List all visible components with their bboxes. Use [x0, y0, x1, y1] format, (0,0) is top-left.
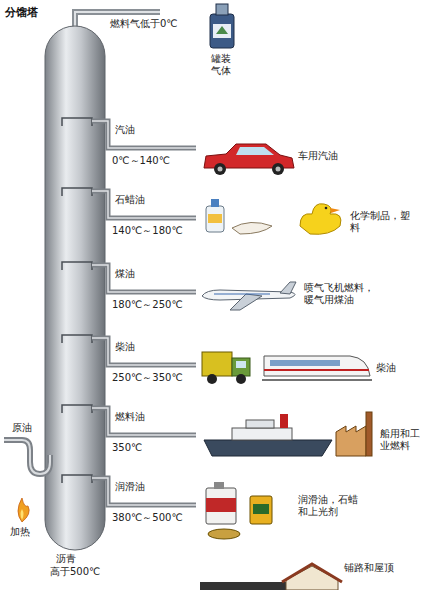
- outlet-pipe-shine: [92, 265, 196, 292]
- oil-can-icon: [206, 482, 272, 539]
- gas-canister-icon: [210, 4, 234, 48]
- road-house-icon: [200, 564, 342, 590]
- gas-label: 燃料气低于0℃: [110, 18, 178, 30]
- temperature-range: 0℃～140℃: [112, 155, 170, 167]
- fraction-name: 燃料油: [115, 411, 145, 423]
- outlet-pipe: [92, 338, 196, 365]
- flame-icon: [18, 498, 29, 522]
- temperature-range: 380℃～500℃: [112, 512, 183, 524]
- fraction-name: 煤油: [115, 268, 135, 280]
- outlet-pipes: [92, 121, 196, 505]
- tray: [62, 405, 92, 413]
- outlet-pipe: [92, 191, 196, 218]
- temperature-range: 250℃～350℃: [112, 372, 183, 384]
- product-use-label: 罐装 气体: [211, 53, 235, 77]
- ship-icon: [204, 414, 332, 456]
- temperature-range: 140℃～180℃: [112, 225, 183, 237]
- truck-icon: [202, 352, 250, 384]
- outlet-pipe-shine: [92, 408, 196, 435]
- tray: [62, 188, 92, 196]
- fraction-name: 柴油: [115, 341, 135, 353]
- crude-inlet-pipe: [4, 440, 50, 474]
- flame-core: [21, 509, 24, 520]
- temperature-range: 350℃: [112, 442, 142, 454]
- outlet-pipe: [92, 121, 196, 148]
- product-use-label: 车用汽油: [298, 150, 338, 162]
- car-icon: [204, 144, 294, 175]
- product-use-label: 化学制品，塑料: [350, 210, 414, 234]
- chemicals-icon: [206, 199, 341, 234]
- outlet-pipe-shine: [92, 191, 196, 218]
- temperature-range: 180℃～250℃: [112, 299, 183, 311]
- outlet-pipe-shine: [92, 338, 196, 365]
- heating-label: 加热: [10, 526, 30, 538]
- distillation-tower: [45, 26, 105, 550]
- train-icon: [262, 356, 372, 380]
- product-use-label: 喷气飞机燃料，暖气用煤油: [304, 282, 378, 306]
- fraction-name: 石蜡油: [115, 194, 145, 206]
- product-use-label: 铺路和屋顶: [344, 562, 394, 574]
- fraction-name: 汽油: [115, 124, 135, 136]
- tower-trays: [62, 118, 92, 483]
- outlet-pipe: [92, 408, 196, 435]
- product-use-label: 柴油: [376, 362, 396, 374]
- outlet-pipe-shine: [92, 478, 196, 505]
- tray: [62, 475, 92, 483]
- tray: [62, 262, 92, 270]
- outlet-pipe: [92, 478, 196, 505]
- outlet-pipe-shine: [92, 121, 196, 148]
- product-use-label: 船用和工业燃料: [380, 428, 424, 452]
- fraction-name: 沥青: [56, 553, 76, 565]
- tower-title: 分馏塔: [5, 6, 38, 19]
- fraction-name: 润滑油: [115, 481, 145, 493]
- outlet-pipe: [92, 265, 196, 292]
- tray: [62, 335, 92, 343]
- product-use-label: 润滑油，石蜡和上光剂: [298, 494, 362, 518]
- factory-icon: [336, 412, 372, 456]
- temperature-range: 高于500℃: [50, 566, 100, 578]
- crude-inlet-shine: [4, 440, 50, 474]
- tray: [62, 118, 92, 126]
- crude-oil-label: 原油: [12, 422, 32, 434]
- jet-plane-icon: [202, 282, 296, 310]
